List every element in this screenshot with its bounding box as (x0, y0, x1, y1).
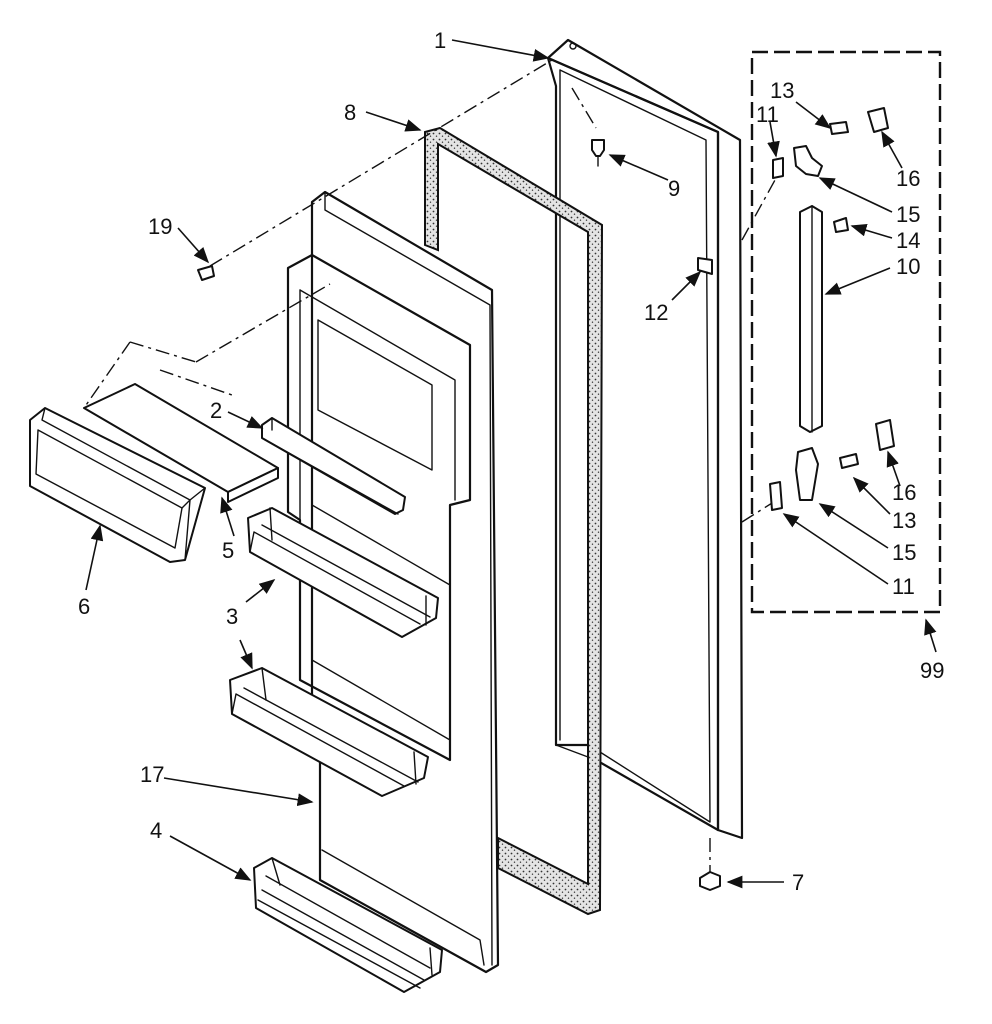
callout-13-lower: 13 (892, 508, 916, 533)
callout-labels: 1 8 9 19 12 2 5 6 3 17 4 7 13 11 16 15 1… (78, 28, 944, 895)
door-bin-upper (247, 507, 439, 638)
callout-17: 17 (140, 762, 164, 787)
door-closer-cap (699, 838, 721, 891)
door-gasket (424, 126, 604, 916)
door-bin-bottom (253, 857, 443, 993)
callout-9: 9 (668, 176, 680, 201)
shelf-rail (261, 417, 406, 515)
leader-lines (85, 39, 937, 889)
callout-3-upper: 3 (226, 604, 238, 629)
callout-15-lower: 15 (892, 540, 916, 565)
callout-4: 4 (150, 818, 162, 843)
callout-19: 19 (148, 214, 172, 239)
hinge-kit-box (750, 50, 942, 614)
callout-7: 7 (792, 870, 804, 895)
callout-5: 5 (222, 538, 234, 563)
door-bin-middle (229, 667, 429, 797)
callout-10: 10 (896, 254, 920, 279)
callout-16-upper: 16 (896, 166, 920, 191)
door-screw (197, 265, 215, 281)
callout-1: 1 (434, 28, 446, 53)
callout-99: 99 (920, 658, 944, 683)
door-stop-pin (591, 139, 605, 167)
callout-13-upper: 13 (770, 78, 794, 103)
callout-11-lower: 11 (892, 574, 915, 599)
callout-14: 14 (896, 228, 920, 253)
assembly-lines (83, 59, 781, 523)
callout-8: 8 (344, 100, 356, 125)
callout-2: 2 (210, 398, 222, 423)
outer-door-panel (546, 38, 744, 840)
callout-6: 6 (78, 594, 90, 619)
callout-11-upper: 11 (756, 102, 779, 127)
dairy-cover (83, 383, 279, 503)
callout-15-upper: 15 (896, 202, 920, 227)
callout-12: 12 (644, 300, 668, 325)
callout-16-lower: 16 (892, 480, 916, 505)
dairy-door (29, 407, 206, 563)
hinge-clip (697, 257, 713, 275)
